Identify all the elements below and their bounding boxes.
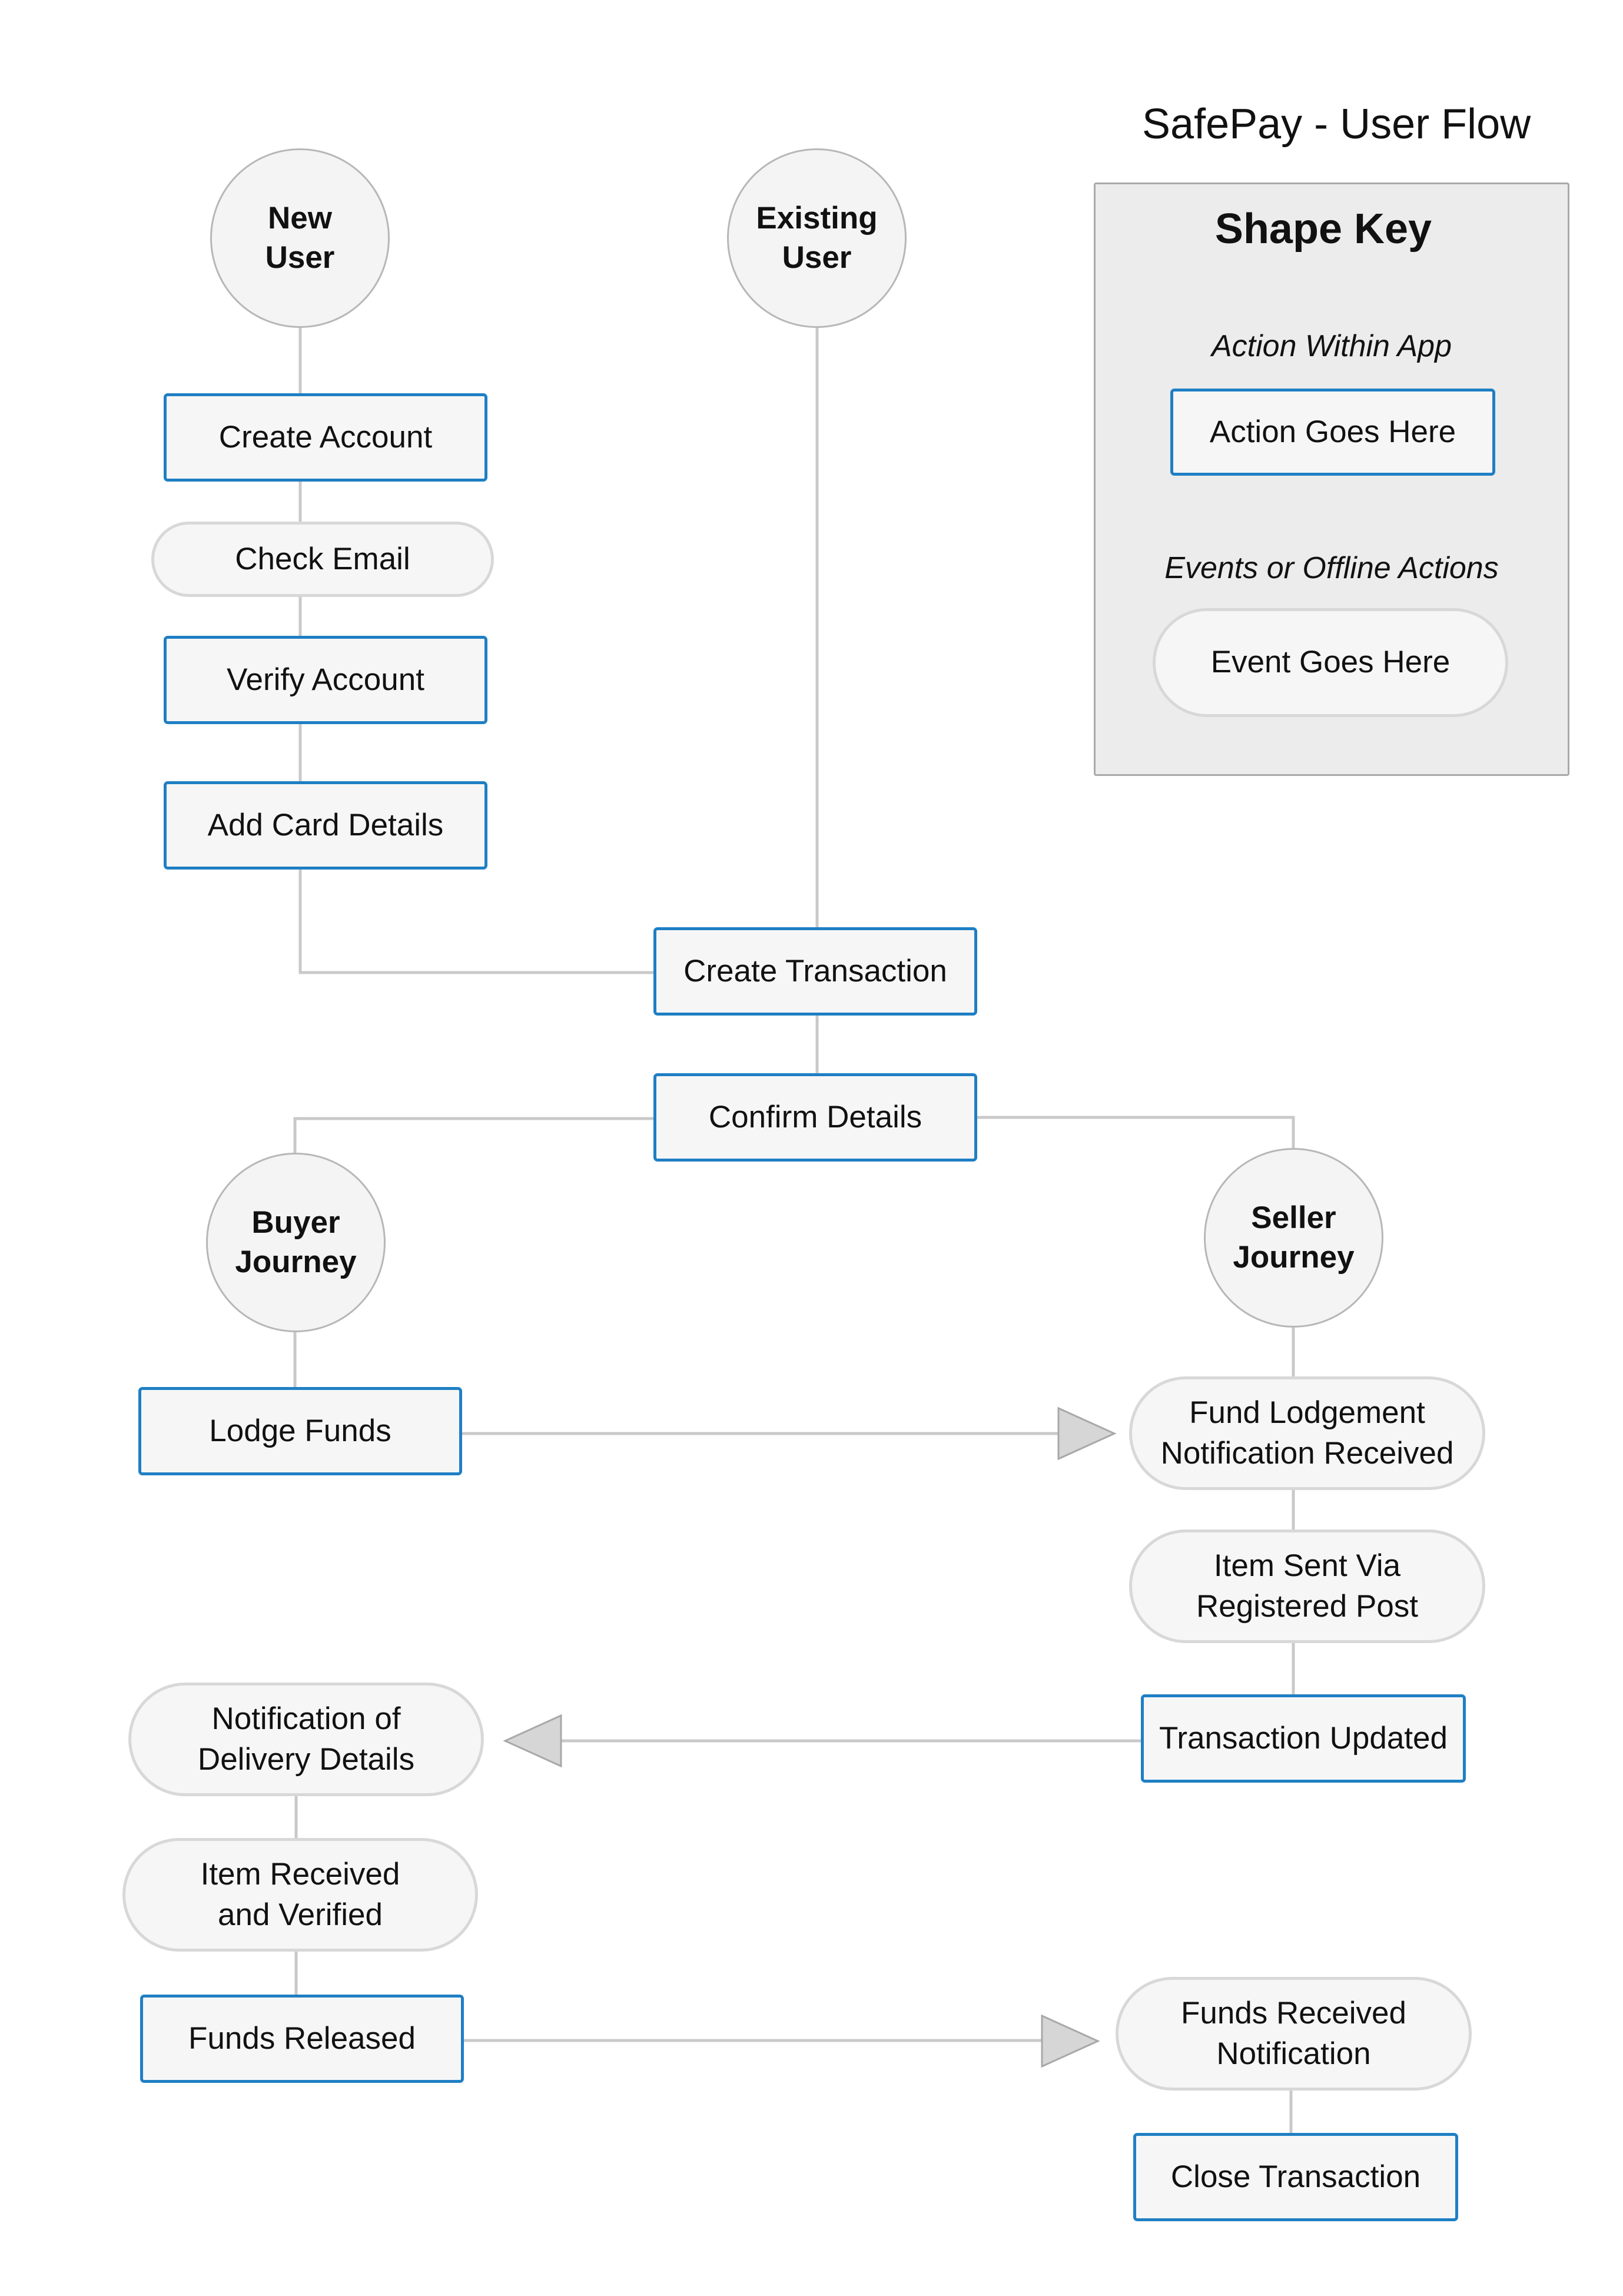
arrowhead-to-delivery-notification bbox=[503, 1714, 562, 1768]
start-node-buyer-journey: Buyer Journey bbox=[206, 1153, 386, 1332]
event-item-sent-registered-post: Item Sent Via Registered Post bbox=[1129, 1529, 1485, 1643]
event-item-received-verified: Item Received and Verified bbox=[122, 1838, 478, 1952]
start-node-new-user: New User bbox=[210, 148, 390, 328]
shape-key-action-example: Action Goes Here bbox=[1170, 389, 1495, 476]
start-node-seller-journey: Seller Journey bbox=[1204, 1148, 1383, 1328]
arrowhead-to-fund-notification bbox=[1057, 1406, 1117, 1461]
event-notification-delivery-details: Notification of Delivery Details bbox=[128, 1683, 484, 1796]
action-create-account: Create Account bbox=[164, 393, 487, 482]
action-verify-account: Verify Account bbox=[164, 636, 487, 724]
action-funds-released: Funds Released bbox=[140, 1995, 464, 2083]
action-lodge-funds: Lodge Funds bbox=[138, 1387, 462, 1475]
shape-key-action-caption: Action Within App bbox=[1211, 329, 1452, 363]
action-add-card-details: Add Card Details bbox=[164, 781, 487, 870]
event-funds-received-notification: Funds Received Notification bbox=[1116, 1977, 1472, 2091]
action-transaction-updated: Transaction Updated bbox=[1141, 1694, 1466, 1783]
connector-confirm-seller bbox=[976, 1116, 1295, 1148]
event-check-email: Check Email bbox=[151, 522, 494, 597]
event-fund-lodgement-notification: Fund Lodgement Notification Received bbox=[1129, 1376, 1485, 1490]
action-close-transaction: Close Transaction bbox=[1133, 2133, 1458, 2221]
connector-add-card-create-transaction bbox=[298, 868, 655, 974]
shape-key-event-example: Event Goes Here bbox=[1153, 608, 1508, 717]
shape-key-event-caption: Events or Offline Actions bbox=[1164, 551, 1499, 585]
start-node-existing-user: Existing User bbox=[727, 148, 907, 328]
diagram-title: SafePay - User Flow bbox=[1142, 101, 1531, 148]
connector-confirm-buyer bbox=[293, 1117, 655, 1154]
action-create-transaction: Create Transaction bbox=[653, 927, 977, 1016]
arrowhead-to-funds-received bbox=[1041, 2014, 1100, 2068]
action-confirm-details: Confirm Details bbox=[653, 1073, 977, 1162]
shape-key-heading: Shape Key bbox=[1214, 205, 1432, 253]
